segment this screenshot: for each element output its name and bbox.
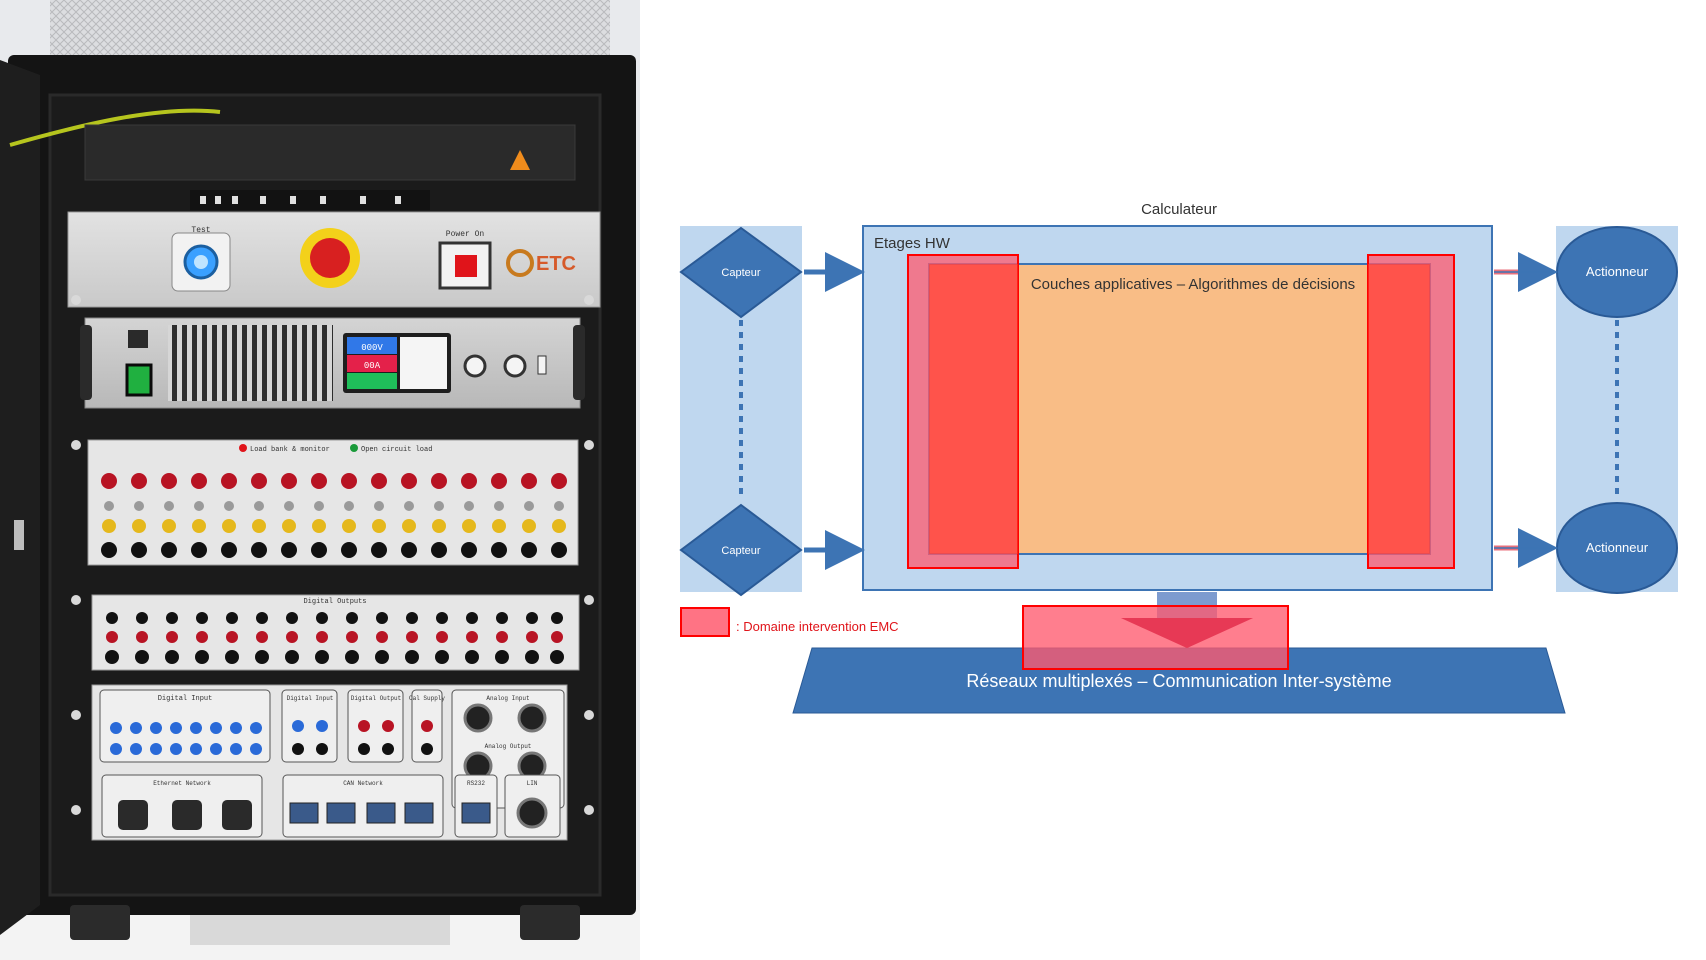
test-label: Test — [191, 226, 210, 235]
capteur-top-label: Capteur — [721, 267, 760, 279]
emergency-stop-button[interactable] — [310, 238, 350, 278]
cabinet-door — [0, 60, 40, 935]
etc-logo-icon — [506, 249, 534, 277]
capteur-top-node — [679, 226, 803, 319]
digital-output-label: Digital Output — [351, 695, 401, 702]
digital-outputs-jacks — [105, 612, 564, 664]
warning-triangle-icon — [510, 150, 530, 170]
emc-zone-bus — [1022, 605, 1289, 670]
power-switch[interactable] — [455, 255, 477, 277]
digital-outputs-label: Digital Outputs — [303, 598, 366, 606]
digital-input-2-label: Digital Input — [287, 695, 334, 702]
capteur-bottom-label: Capteur — [721, 545, 760, 557]
reseaux-bar — [792, 647, 1566, 714]
calculateur-title: Calculateur — [1141, 201, 1217, 218]
legend-label: : Domaine intervention EMC — [736, 619, 899, 634]
psu-knob-voltage[interactable] — [463, 354, 487, 378]
etages-hw-label: Etages HW — [874, 235, 951, 252]
digital-input-label: Digital Input — [158, 695, 213, 703]
rack-illustration: Test Power On ETC 000V 00A Load bank & m… — [0, 0, 640, 960]
cal-supply-label: Cal Supply — [409, 695, 445, 702]
actionneur-bottom-label: Actionneur — [1586, 540, 1649, 555]
analog-input-label: Analog Input — [486, 695, 529, 702]
can-network-label: CAN Network — [343, 780, 383, 787]
power-label: Power On — [446, 230, 485, 239]
rs232-label: RS232 — [467, 780, 485, 787]
top-mesh — [50, 0, 610, 60]
couches-applicatives-label: Couches applicatives – Algorithmes de dé… — [1031, 276, 1355, 293]
analog-output-label: Analog Output — [485, 743, 532, 750]
load-bank-jacks — [101, 473, 567, 558]
load-bank-legend-green: Open circuit load — [361, 446, 432, 454]
load-bank-legend-red: Load bank & monitor — [250, 446, 330, 454]
actionneur-top-label: Actionneur — [1586, 264, 1649, 279]
emc-zone-left-inner — [929, 264, 1018, 554]
psu-knob-current[interactable] — [503, 354, 527, 378]
rack-screws — [71, 295, 594, 815]
etc-logo-text: ETC — [536, 253, 576, 275]
rack-photo: Test Power On ETC 000V 00A Load bank & m… — [0, 0, 640, 960]
capteur-bottom-node — [679, 503, 803, 597]
architecture-diagram: Calculateur Etages HW Couches applicativ… — [660, 0, 1706, 960]
psu-vent — [168, 325, 333, 401]
legend-swatch — [680, 607, 730, 637]
reseaux-label: Réseaux multiplexés – Communication Inte… — [966, 671, 1391, 691]
ethernet-network-label: Ethernet Network — [153, 780, 211, 787]
lin-label: LIN — [527, 780, 538, 787]
psu-voltage-readout: 000V — [361, 343, 383, 353]
diagram-canvas: Calculateur Etages HW Couches applicativ… — [679, 201, 1678, 714]
psu-power-switch[interactable] — [125, 363, 153, 397]
psu-current-readout: 00A — [364, 361, 381, 371]
emc-zone-right-inner — [1368, 264, 1430, 554]
